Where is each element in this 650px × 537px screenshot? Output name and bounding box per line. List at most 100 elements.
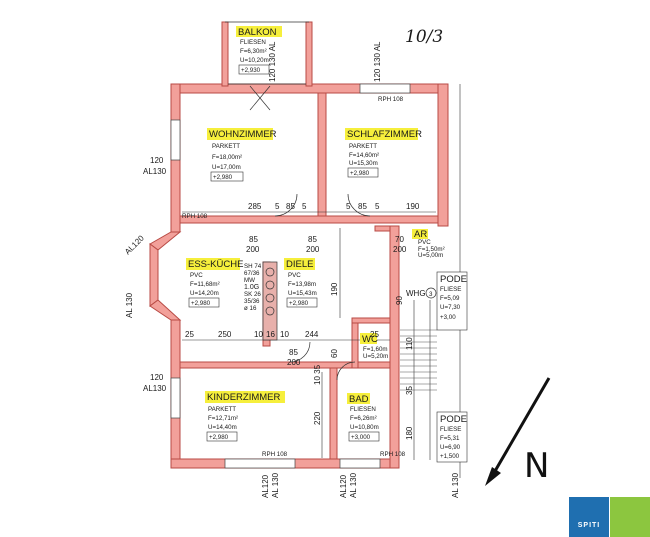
room-wc-area: F=1,60m <box>363 346 388 353</box>
window-code: AL 130 <box>271 472 280 498</box>
room-ess-kueche-perimeter: U=14,20m <box>190 290 219 297</box>
dimension-value: 85 <box>249 235 258 244</box>
window-code: AL130 <box>143 167 167 176</box>
room-podest-lower: PODE FLIESE F=5,31 U=6,90 +1,500 <box>436 411 468 463</box>
logo-blue-block <box>569 497 609 537</box>
kitchen-note-line: ø 16 <box>244 305 257 312</box>
room-podest-upper-floor: FLIESE <box>440 286 461 293</box>
dimension-value: 200 <box>306 245 320 254</box>
room-ar-perimeter: U=5,00m <box>418 252 443 259</box>
room-ess-kueche-area: F=11,68m² <box>190 281 220 288</box>
logo-green-block <box>610 497 650 537</box>
room-balkon: BALKON FLIESEN F=6,30m² U=10,20m +2,930 <box>236 26 282 75</box>
doors <box>249 85 371 381</box>
rph-label: RPH 108 <box>378 96 404 103</box>
rph-labels: RPH 108 RPH 108 RPH 108 RPH 108 <box>182 96 406 458</box>
dimension-value: 16 <box>266 330 275 339</box>
dimension-value: 5 <box>375 202 380 211</box>
dimension-value: 180 <box>405 426 414 440</box>
apartment-number: 3 <box>429 291 433 298</box>
room-podest-lower-name: PODE <box>440 414 467 425</box>
dimension-value: 5 <box>302 202 307 211</box>
room-balkon-area: F=6,30m² <box>240 48 267 55</box>
dimension-numbers: 285 5 85 5 5 85 5 190 85 200 85 200 70 2… <box>185 202 420 440</box>
room-schlafzimmer-perimeter: U=15,30m <box>349 160 378 167</box>
room-wc-name: WC <box>362 334 378 345</box>
dimension-value: 10 35 <box>313 364 322 385</box>
dimension-value: 285 <box>248 202 262 211</box>
room-kinderzimmer-name: KINDERZIMMER <box>207 392 281 403</box>
dimension-value: 250 <box>218 330 232 339</box>
apartment-label: WHG <box>406 289 426 298</box>
kitchen-note-line: SK 26 <box>244 291 261 298</box>
rph-label: RPH 108 <box>380 451 406 458</box>
room-schlafzimmer-area: F=14,60m² <box>349 152 379 159</box>
room-ess-kueche: ESS-KÜCHE PVC F=11,68m² U=14,20m +2,980 <box>186 258 243 308</box>
balcony-outline <box>225 21 309 85</box>
room-wc-perimeter: U=5,20m <box>363 353 388 360</box>
room-diele-floor: PVC <box>288 272 301 279</box>
kitchen-note-line: MW <box>244 277 255 284</box>
room-wohnzimmer-perimeter: U=17,00m <box>212 164 241 171</box>
dimension-value: 85 <box>289 348 298 357</box>
windows <box>170 83 411 469</box>
room-wc: WC F=1,60m U=5,20m <box>360 333 388 360</box>
room-podest-lower-floor: FLIESE <box>440 426 461 433</box>
north-label: N <box>524 446 549 486</box>
room-balkon-perimeter: U=10,20m <box>240 57 269 64</box>
dimension-value: 85 <box>358 202 367 211</box>
room-wohnzimmer-name: WOHNZIMMER <box>209 129 277 140</box>
dimension-value: 190 <box>406 202 420 211</box>
dimension-value: 200 <box>287 358 301 367</box>
room-diele-height: +2,980 <box>289 300 309 307</box>
window-code: AL120 <box>339 474 348 498</box>
dimension-value: 10 <box>280 330 289 339</box>
room-bad-height: +3,000 <box>351 434 371 441</box>
room-podest-upper-name: PODE <box>440 274 467 285</box>
window-code: 120 <box>150 156 164 165</box>
stairs <box>400 329 437 391</box>
room-kinderzimmer-floor: PARKETT <box>208 406 236 413</box>
room-podest-lower-height: +1,500 <box>440 453 460 460</box>
room-bad-name: BAD <box>349 394 369 405</box>
dimension-value: 5 <box>275 202 280 211</box>
dimension-value: 35 <box>405 386 414 395</box>
rph-label: RPH 108 <box>262 451 288 458</box>
apartment-marker: WHG 3 <box>406 287 437 299</box>
room-kinderzimmer-perimeter: U=14,40m <box>208 424 237 431</box>
room-podest-upper-height: +3,00 <box>440 314 456 321</box>
room-ar: AR PVC F=1,50m² U=5,00m <box>412 229 445 259</box>
kitchen-note-line: 67/36 <box>244 270 260 277</box>
dimension-value: 244 <box>305 330 319 339</box>
dimension-value: 220 <box>313 411 322 425</box>
dimension-value: 70 <box>395 235 404 244</box>
room-bad-perimeter: U=10,80m <box>350 424 379 431</box>
room-diele-perimeter: U=15,43m <box>288 290 317 297</box>
room-diele: DIELE PVC F=13,98m U=15,43m +2,980 <box>284 258 318 308</box>
room-wohnzimmer-area: F=18,00m² <box>212 154 242 161</box>
room-ess-kueche-name: ESS-KÜCHE <box>188 259 243 270</box>
room-kinderzimmer-area: F=12,71m² <box>208 415 238 422</box>
room-balkon-floor: FLIESEN <box>240 39 266 46</box>
room-ar-area: F=1,50m² <box>418 246 445 253</box>
room-ess-kueche-floor: PVC <box>190 272 203 279</box>
room-ar-floor: PVC <box>418 239 431 246</box>
room-bad: BAD FLIESEN F=6,26m² U=10,80m +3,000 <box>347 393 380 442</box>
dimension-value: 5 <box>346 202 351 211</box>
window-code: AL 130 <box>451 472 460 498</box>
room-schlafzimmer-height: +2,980 <box>350 170 370 177</box>
dimension-value: 110 <box>405 337 414 350</box>
rph-label: RPH 108 <box>182 213 208 220</box>
room-kinderzimmer-height: +2,980 <box>209 434 229 441</box>
room-podest-lower-area: F=5,31 <box>440 435 460 442</box>
window-code: 120 130 AL <box>268 41 277 82</box>
kitchen-code: 1.0G <box>244 284 259 291</box>
kitchen-note: SH 74 67/36 MW SK 26 35/36 ø 16 1.0G <box>244 263 262 312</box>
dimension-value: 90 <box>395 296 404 305</box>
company-logo: SPITI <box>569 497 650 537</box>
room-diele-name: DIELE <box>286 259 313 270</box>
window-code: AL 130 <box>125 292 134 318</box>
dimension-value: 25 <box>370 330 379 339</box>
dimension-value: 10 <box>254 330 263 339</box>
